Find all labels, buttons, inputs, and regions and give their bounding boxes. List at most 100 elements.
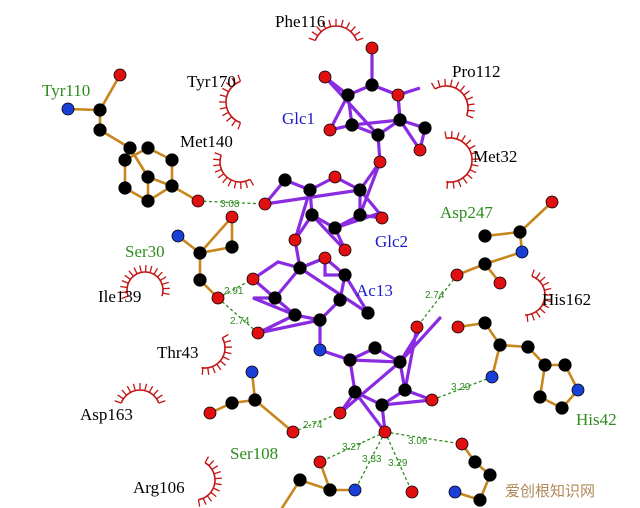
arg106-arc-spike <box>197 499 201 507</box>
carbon-atom <box>343 353 357 367</box>
oxygen-atom <box>545 195 559 209</box>
met140-arc-spike <box>222 176 228 184</box>
hbond-o-d <box>384 431 463 445</box>
bottom-chain-a <box>280 460 333 508</box>
thr43-arc <box>201 337 226 369</box>
arg106-arc-spike <box>210 491 217 498</box>
arg106-arc-spike <box>206 495 213 502</box>
hbond-distance-274c: 2.74 <box>303 420 323 431</box>
hbond-tyr110 <box>197 200 266 205</box>
nitrogen-atom <box>245 365 259 379</box>
phe116-arc-spike <box>356 37 364 42</box>
phe116-arc-spike <box>316 26 322 33</box>
residue-label-ser108: Ser108 <box>230 444 278 463</box>
residue-label-tyr110: Tyr110 <box>42 81 90 100</box>
met32-arc-spike <box>444 131 447 139</box>
met32-arc-spike <box>469 169 477 174</box>
carbon-atom <box>393 113 407 127</box>
carbon-atom <box>478 316 492 330</box>
carbon-atom <box>248 393 262 407</box>
oxygen-atom <box>451 320 465 334</box>
thr43-arc-spike <box>219 360 227 366</box>
his162-arc-spike <box>535 272 541 279</box>
carbon-atom <box>193 273 207 287</box>
phe116-arc-spike <box>340 19 344 27</box>
hbond-distance-327: 3.27 <box>342 442 362 453</box>
oxygen-atom <box>375 211 389 225</box>
met140-arc-spike <box>217 173 225 179</box>
carbon-atom <box>225 396 239 410</box>
his162-arc-spike <box>531 313 535 321</box>
carbon-atom <box>348 385 362 399</box>
met32-arc-spike <box>452 181 455 189</box>
pro112-arc-spike <box>459 85 466 92</box>
his162-arc-spike <box>526 314 529 322</box>
carbon-atom <box>118 181 132 195</box>
oxygen-atom <box>391 88 405 102</box>
ile139-arc-spike <box>157 271 163 278</box>
carbon-atom <box>323 483 337 497</box>
oxygen-atom <box>203 406 217 420</box>
tyr170-arc-spike <box>231 77 237 85</box>
his162-arc <box>524 275 546 316</box>
tyr170-arc-spike <box>237 122 242 130</box>
residue-label-met140: Met140 <box>180 132 233 151</box>
carbon-atom <box>533 390 547 404</box>
nitrogen-atom <box>61 102 75 116</box>
ile139-arc-spike <box>120 285 128 289</box>
carbon-atom <box>328 221 342 235</box>
hbond-distance-306: 3.06 <box>408 436 428 447</box>
oxygen-atom <box>258 197 272 211</box>
ligand-label-ac13: Ac13 <box>356 281 393 300</box>
nitrogen-atom <box>171 229 185 243</box>
ile139-arc-spike <box>139 265 142 273</box>
met32-arc-spike <box>466 173 473 180</box>
carbon-atom <box>305 208 319 222</box>
asp163-arc-spike <box>148 385 154 393</box>
ligand-bonds <box>250 48 442 438</box>
nitrogen-atom <box>348 483 362 497</box>
ile139-arc-spike <box>149 265 153 273</box>
arg106-arc-spike <box>213 471 221 475</box>
oxygen-atom <box>455 437 469 451</box>
hbond-ser108 <box>292 412 341 433</box>
residue-label-met32: Met32 <box>473 147 517 166</box>
asp163-arc-spike <box>126 385 132 393</box>
met32-arc-spike <box>470 151 479 155</box>
oxygen-atom <box>246 272 260 286</box>
carbon-atom <box>353 208 367 222</box>
residue-label-phe116: Phe116 <box>275 12 325 31</box>
ile139-arc-spike <box>121 295 129 300</box>
carbon-atom <box>513 225 527 239</box>
his162-arc-spike <box>535 311 541 318</box>
asp163-arc-spike <box>144 383 148 391</box>
hbond-ser30-b <box>217 297 259 334</box>
carbon-atom <box>313 313 327 327</box>
met140-arc-spike <box>214 152 222 156</box>
ligand-label-glc1: Glc1 <box>282 109 315 128</box>
atoms <box>61 41 585 507</box>
residue-label-ser30: Ser30 <box>125 242 165 261</box>
asp163-arc-spike <box>152 389 159 396</box>
met32-arc-spike <box>462 177 468 184</box>
met140-arc-spike <box>213 158 221 161</box>
his162-arc-spike <box>544 299 552 303</box>
oxygen-atom <box>413 143 427 157</box>
phe116-arc-spike <box>345 22 351 29</box>
tyr170-arc-spike <box>222 87 229 93</box>
oxygen-atom <box>113 68 127 82</box>
met32-arc-spike <box>457 180 462 188</box>
ile139-arc-spike <box>128 270 134 277</box>
oxygen-atom <box>211 291 225 305</box>
arg106-arc-spike <box>214 482 222 486</box>
met32-arc <box>446 137 473 183</box>
met140-arc-spike <box>233 181 237 189</box>
asp163-arc-spike <box>117 394 124 400</box>
thr43-arc-spike <box>224 351 232 355</box>
pro112-arc-spike <box>463 90 470 96</box>
met140-arc-spike <box>227 179 232 187</box>
met32-arc-spike <box>468 144 476 150</box>
ile139-arc-spike <box>153 268 159 275</box>
pro112-arc-spike <box>467 109 475 112</box>
carbon-atom <box>288 308 302 322</box>
